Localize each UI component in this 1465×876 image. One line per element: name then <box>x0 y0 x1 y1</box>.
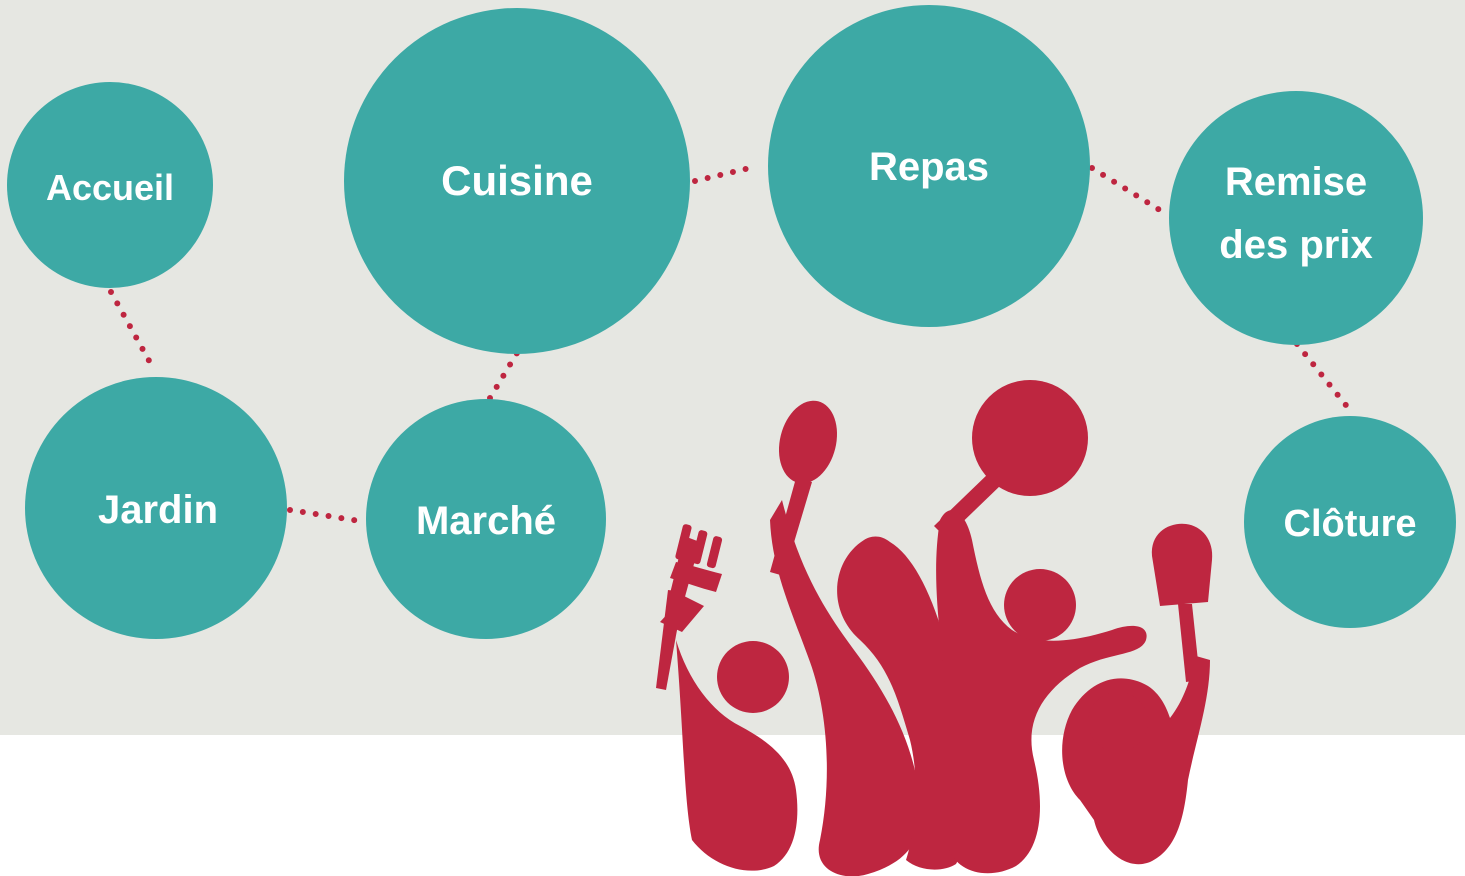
node-label-remise-line1: Remise <box>1225 160 1367 204</box>
node-accueil: Accueil <box>7 82 213 288</box>
node-cuisine: Cuisine <box>344 8 690 354</box>
node-label-accueil: Accueil <box>46 167 174 208</box>
person-right-head <box>1088 692 1148 752</box>
node-jardin: Jardin <box>25 377 287 639</box>
node-cloture: Clôture <box>1244 416 1456 628</box>
node-label-jardin: Jardin <box>98 488 218 532</box>
person-tall-body <box>770 500 921 876</box>
connector-marche-cuisine <box>487 350 520 401</box>
person-right-body <box>1062 656 1210 865</box>
node-label-cuisine: Cuisine <box>441 157 593 204</box>
person-center-body <box>837 536 970 870</box>
connector-accueil-jardin <box>108 289 155 369</box>
node-label-remise-line2: des prix <box>1219 223 1372 267</box>
connector-remise-cloture <box>1294 341 1352 412</box>
node-repas: Repas <box>768 5 1090 327</box>
fork-icon <box>656 524 723 690</box>
people-with-utensils-logo <box>656 380 1213 876</box>
person-pan-head <box>1004 569 1076 641</box>
connector-jardin-marche <box>287 507 363 524</box>
connector-cuisine-repas <box>692 163 761 184</box>
person-left-head <box>717 641 789 713</box>
person-left-body <box>676 640 798 871</box>
node-marche: Marché <box>366 399 606 639</box>
node-label-repas: Repas <box>869 145 989 189</box>
person-pan-body <box>936 510 1147 874</box>
node-label-marche: Marché <box>416 499 556 543</box>
connector-repas-remise <box>1089 165 1166 215</box>
node-label-cloture: Clôture <box>1284 503 1417 545</box>
node-remise: Remise des prix <box>1169 91 1423 345</box>
